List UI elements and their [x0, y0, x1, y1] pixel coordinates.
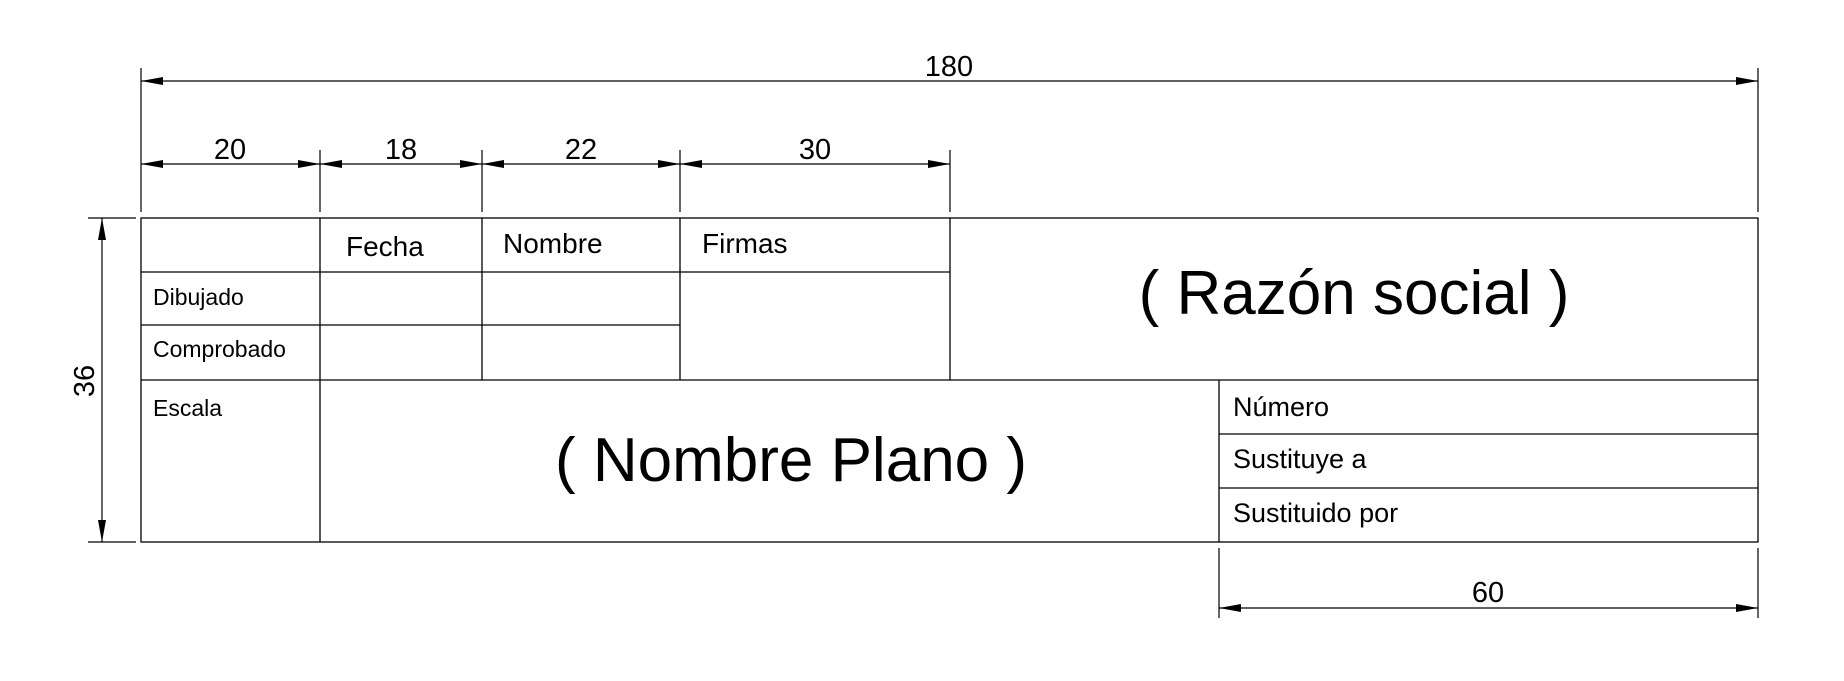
row-label-comprobado: Comprobado: [153, 336, 286, 362]
arrowhead-right: [460, 160, 482, 168]
dimension-col-3: 22: [482, 134, 680, 168]
label-numero: Número: [1233, 392, 1329, 422]
dimension-height: 36: [69, 217, 136, 543]
dimension-col-1: 20: [141, 134, 320, 168]
arrowhead-right: [1736, 604, 1758, 612]
arrowhead-right: [1736, 77, 1758, 85]
arrowhead-right: [298, 160, 320, 168]
arrowhead-left: [1219, 604, 1241, 612]
dimension-label: 36: [69, 365, 101, 397]
dimensions: 180 20 18 22: [69, 51, 1759, 618]
row-label-dibujado: Dibujado: [153, 284, 244, 310]
header-nombre: Nombre: [503, 228, 603, 259]
arrowhead-left: [320, 160, 342, 168]
razon-social-title: ( Razón social ): [1139, 259, 1570, 328]
arrowhead-bottom: [98, 520, 106, 542]
dimension-label: 30: [799, 134, 831, 166]
arrowhead-right: [928, 160, 950, 168]
row-label-escala: Escala: [153, 395, 222, 421]
dimension-right-block: 60: [1218, 548, 1759, 618]
header-fecha: Fecha: [346, 231, 424, 262]
dimension-label: 18: [385, 134, 417, 166]
label-sustituye-a: Sustituye a: [1233, 444, 1368, 474]
title-block-table: Fecha Nombre Firmas Dibujado Comprobado …: [140, 217, 1759, 543]
arrowhead-right: [658, 160, 680, 168]
dimension-col-2: 18: [320, 134, 482, 168]
label-sustituido-por: Sustituido por: [1233, 498, 1398, 528]
dimension-label: 60: [1472, 577, 1504, 609]
arrowhead-left: [680, 160, 702, 168]
arrowhead-left: [141, 77, 163, 85]
dimension-label: 180: [925, 51, 973, 83]
dimension-label: 22: [565, 134, 597, 166]
dimension-total-width: 180: [140, 51, 1759, 212]
arrowhead-left: [141, 160, 163, 168]
arrowhead-top: [98, 218, 106, 240]
header-firmas: Firmas: [702, 228, 788, 259]
dimension-label: 20: [214, 134, 246, 166]
arrowhead-left: [482, 160, 504, 168]
nombre-plano-title: ( Nombre Plano ): [555, 426, 1027, 495]
dimension-col-4: 30: [680, 134, 950, 168]
